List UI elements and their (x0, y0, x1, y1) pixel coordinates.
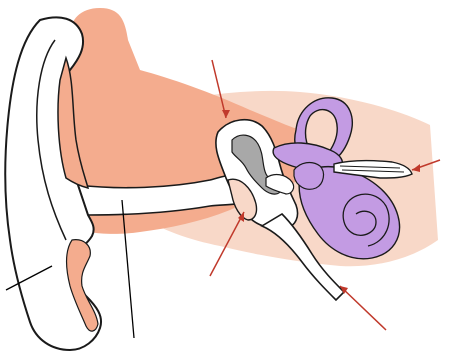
vestibule (294, 163, 323, 190)
pointer-eustachian-tube (340, 286, 386, 330)
